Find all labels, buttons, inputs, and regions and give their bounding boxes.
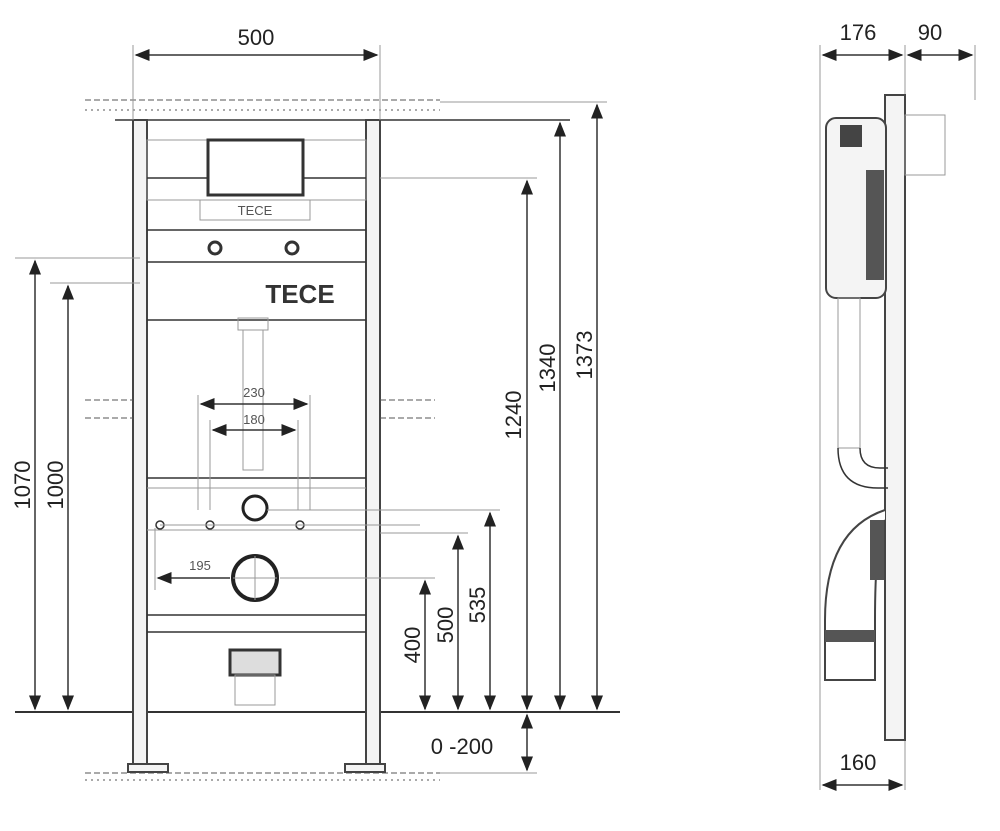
- tece-logo: TECE: [265, 279, 334, 309]
- dimension-535: 535: [267, 509, 500, 711]
- dimension-400: 400: [280, 577, 435, 711]
- dimension-1070: 1070: [10, 257, 140, 711]
- dim-195-label: 195: [189, 558, 211, 573]
- side-view: 176 90 160: [819, 20, 976, 791]
- dimension-width-500: 500: [132, 25, 381, 120]
- mounting-plate: [884, 94, 906, 741]
- flush-plate: [904, 114, 946, 176]
- dimension-1000: 1000: [43, 282, 140, 711]
- water-inlet: [241, 494, 269, 522]
- fill-valve-icon: [840, 125, 862, 147]
- top-wall-hatch: [85, 99, 570, 121]
- dim-400-label: 400: [400, 627, 425, 664]
- width-label: 500: [238, 25, 275, 50]
- bottom-label: 160: [840, 750, 877, 775]
- cistern-logo: TECE: [238, 203, 273, 218]
- dimension-500: 500: [380, 532, 468, 711]
- flush-pipe: [837, 297, 861, 449]
- dim-1240-label: 1240: [501, 391, 526, 440]
- dim-230-label: 230: [243, 385, 265, 400]
- dimension-230: 230: [197, 385, 311, 510]
- dim-500-label: 500: [433, 607, 458, 644]
- valve-icon: [284, 240, 300, 256]
- front-view: TECE TECE: [10, 25, 620, 781]
- dim-1070-label: 1070: [10, 461, 35, 510]
- dim-535-label: 535: [465, 587, 490, 624]
- dimension-1373: 1373: [440, 101, 607, 711]
- dimension-195: 195: [154, 528, 230, 590]
- depth-label: 176: [840, 20, 877, 45]
- dimension-176: 176: [821, 20, 904, 61]
- pipe-bend: [837, 447, 888, 489]
- dimension-180: 180: [209, 412, 299, 510]
- valve-icon: [207, 240, 223, 256]
- dimension-160: 160: [821, 750, 904, 791]
- dim-adjust-label: 0 -200: [431, 734, 493, 759]
- dimension-1340: 1340: [535, 121, 566, 711]
- dimension-90: 90: [906, 20, 974, 61]
- dim-1340-label: 1340: [535, 344, 560, 393]
- plate-label: 90: [918, 20, 942, 45]
- frame: TECE TECE: [85, 119, 435, 773]
- dimension-1240: 1240: [380, 177, 537, 711]
- dim-1373-label: 1373: [572, 331, 597, 380]
- dim-180-label: 180: [243, 412, 265, 427]
- dimension-adjust-0-200: 0 -200: [431, 713, 537, 774]
- dim-1000-label: 1000: [43, 461, 68, 510]
